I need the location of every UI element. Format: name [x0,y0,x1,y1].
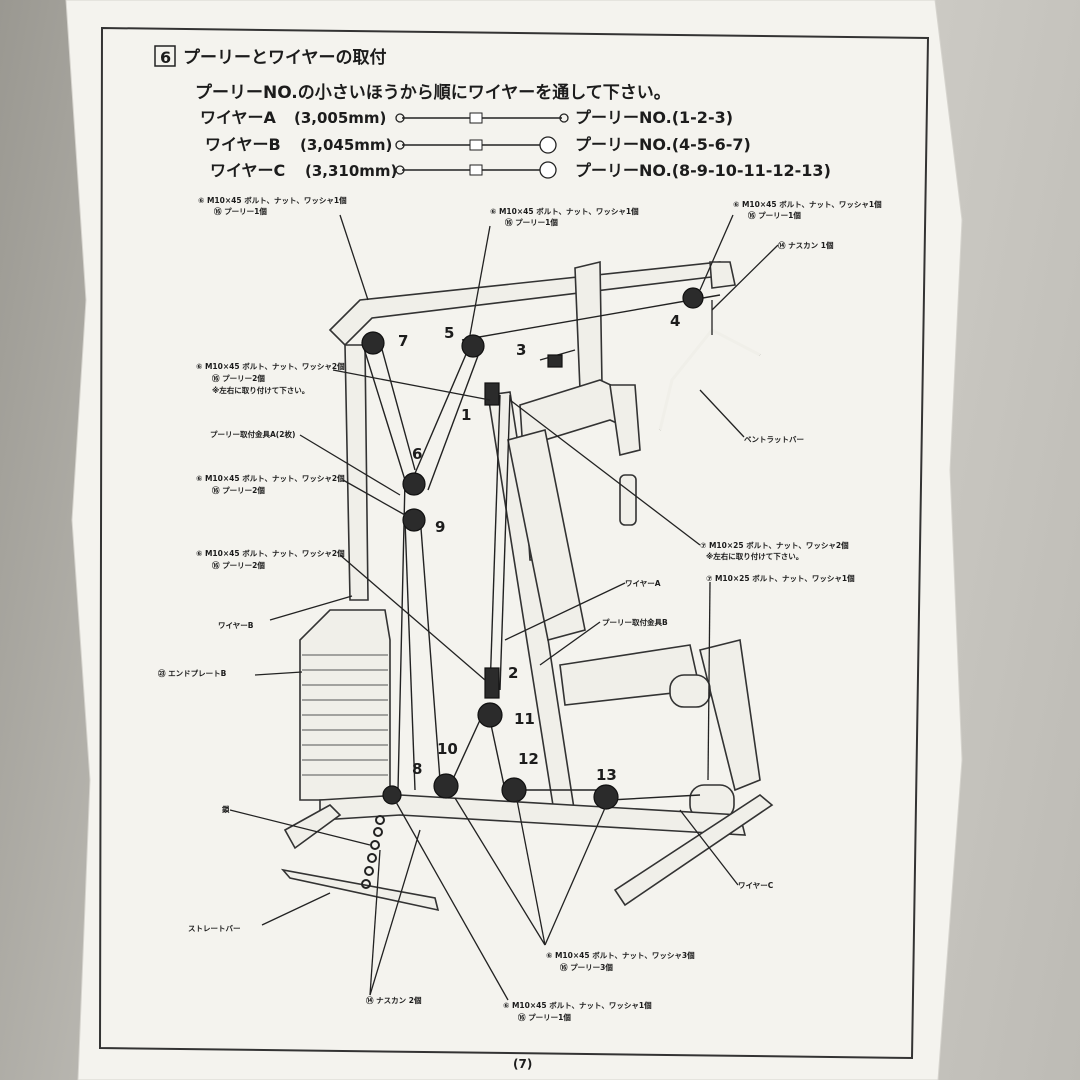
section-title: プーリーとワイヤーの取付 [183,47,387,68]
wire-row-b: ワイヤーB (3,045mm) プーリーNO.(4-5-6-7) [205,135,751,154]
pulley-number-10: 10 [437,740,458,758]
wire-a-pulleys: プーリーNO.(1-2-3) [575,108,733,127]
pulley-number-2: 2 [508,664,518,682]
pulley-number-5: 5 [444,324,454,342]
pulley-number-8: 8 [412,760,422,778]
pulley-number-3: 3 [516,341,526,359]
section-number: 6 [160,48,171,67]
svg-text:⑥ M10×45 ボルト、ナット、ワッシャ2個: ⑥ M10×45 ボルト、ナット、ワッシャ2個 [196,548,345,558]
callout-bottom-center: ⑥ M10×45 ボルト、ナット、ワッシャ3個 ⑯ プーリー3個 [546,950,695,972]
callout-wire-b: ワイヤーB [218,621,254,630]
svg-text:⑯ プーリー2個: ⑯ プーリー2個 [212,485,265,495]
callout-left-4: ⑥ M10×45 ボルト、ナット、ワッシャ2個 ⑯ プーリー2個 [196,548,345,570]
wire-b-name: ワイヤーB [205,135,281,154]
svg-text:⑥ M10×45 ボルト、ナット、ワッシャ1個: ⑥ M10×45 ボルト、ナット、ワッシャ1個 [503,1000,652,1010]
pulley-number-1: 1 [461,406,471,424]
pulley-number-labels: 1 2 3 4 5 6 7 8 9 10 11 12 13 [398,312,680,784]
callout-right-1: ⑦ M10×25 ボルト、ナット、ワッシャ2個 ※左右に取り付けて下さい。 [700,540,849,561]
svg-text:⑥ M10×45 ボルト、ナット、ワッシャ1個: ⑥ M10×45 ボルト、ナット、ワッシャ1個 [198,195,347,205]
callout-straight-bar: ストレートバー [188,924,241,933]
callout-left-2: プーリー取付金具A(2枚) [210,429,295,439]
callout-right-2: ⑦ M10×25 ボルト、ナット、ワッシャ1個 [706,573,855,583]
wire-b-length: (3,045mm) [300,136,392,154]
svg-text:⑥ M10×45 ボルト、ナット、ワッシャ1個: ⑥ M10×45 ボルト、ナット、ワッシャ1個 [733,199,882,209]
wire-a-length: (3,005mm) [294,109,386,127]
callout-top-left: ⑥ M10×45 ボルト、ナット、ワッシャ1個 ⑯ プーリー1個 [198,195,347,216]
svg-text:※左右に取り付けて下さい。: ※左右に取り付けて下さい。 [212,385,309,395]
svg-text:⑯ プーリー1個: ⑯ プーリー1個 [518,1012,571,1022]
pulley-number-9: 9 [435,518,445,536]
pulley-number-12: 12 [518,750,539,768]
svg-text:⑥ M10×45 ボルト、ナット、ワッシャ3個: ⑥ M10×45 ボルト、ナット、ワッシャ3個 [546,950,695,960]
wire-b-pulleys: プーリーNO.(4-5-6-7) [575,135,751,154]
svg-text:⑥ M10×45 ボルト、ナット、ワッシャ2個: ⑥ M10×45 ボルト、ナット、ワッシャ2個 [196,361,345,371]
svg-text:⑯ プーリー1個: ⑯ プーリー1個 [748,210,801,220]
pulley-number-4: 4 [670,312,680,330]
callout-wire-a: ワイヤーA [625,579,661,588]
callout-end-plate: ㉓ エンドプレートB [158,668,227,678]
svg-text:⑯ プーリー2個: ⑯ プーリー2個 [212,373,265,383]
callout-bottom-right: ⑥ M10×45 ボルト、ナット、ワッシャ1個 ⑯ プーリー1個 [503,1000,652,1022]
callout-bent-lat-bar: ベントラットバー [744,435,804,444]
svg-text:※左右に取り付けて下さい。: ※左右に取り付けて下さい。 [706,551,803,561]
callout-left-1: ⑥ M10×45 ボルト、ナット、ワッシャ2個 ⑯ プーリー2個 ※左右に取り付… [196,361,345,395]
callout-wire-c: ワイヤーC [738,881,774,890]
svg-text:⑦ M10×25 ボルト、ナット、ワッシャ2個: ⑦ M10×25 ボルト、ナット、ワッシャ2個 [700,540,849,550]
wire-a-name: ワイヤーA [200,108,277,127]
wire-c-name: ワイヤーC [210,161,285,180]
callout-nascan-right: ⑭ ナスカン 1個 [778,240,834,250]
callout-pulley-bracket-b: プーリー取付金具B [602,617,668,627]
pulley-number-11: 11 [514,710,535,728]
wire-row-a: ワイヤーA (3,005mm) プーリーNO.(1-2-3) [200,108,733,127]
svg-text:⑥ M10×45 ボルト、ナット、ワッシャ2個: ⑥ M10×45 ボルト、ナット、ワッシャ2個 [196,473,345,483]
section-number-box [154,45,176,67]
callout-top-right: ⑥ M10×45 ボルト、ナット、ワッシャ1個 ⑯ プーリー1個 [733,199,882,220]
pulley-number-13: 13 [596,766,617,784]
page-number: (7) [513,1057,532,1071]
callout-top-middle: ⑥ M10×45 ボルト、ナット、ワッシャ1個 ⑯ プーリー1個 [490,206,639,227]
callout-nascan-bottom: ⑭ ナスカン 2個 [366,995,422,1005]
svg-text:⑯ プーリー1個: ⑯ プーリー1個 [505,217,558,227]
section-instruction: プーリーNO.の小さいほうから順にワイヤーを通して下さい。 [195,82,671,103]
leader-lines [229,214,779,1001]
wire-row-c: ワイヤーC (3,310mm) プーリーNO.(8-9-10-11-12-13) [210,161,831,180]
pulley-number-6: 6 [412,445,422,463]
wire-c-length: (3,310mm) [305,162,397,180]
callout-left-3: ⑥ M10×45 ボルト、ナット、ワッシャ2個 ⑯ プーリー2個 [196,473,345,495]
page-border [98,26,930,1060]
pulley-number-7: 7 [398,332,408,350]
svg-text:⑯ プーリー3個: ⑯ プーリー3個 [560,962,613,972]
wire-c-pulleys: プーリーNO.(8-9-10-11-12-13) [575,161,831,180]
svg-text:⑯ プーリー2個: ⑯ プーリー2個 [212,560,265,570]
svg-text:⑥ M10×45 ボルト、ナット、ワッシャ1個: ⑥ M10×45 ボルト、ナット、ワッシャ1個 [490,206,639,216]
svg-text:⑯ プーリー1個: ⑯ プーリー1個 [214,206,267,216]
home-gym-diagram [280,260,774,912]
callout-chain: 鎖 [222,804,230,814]
